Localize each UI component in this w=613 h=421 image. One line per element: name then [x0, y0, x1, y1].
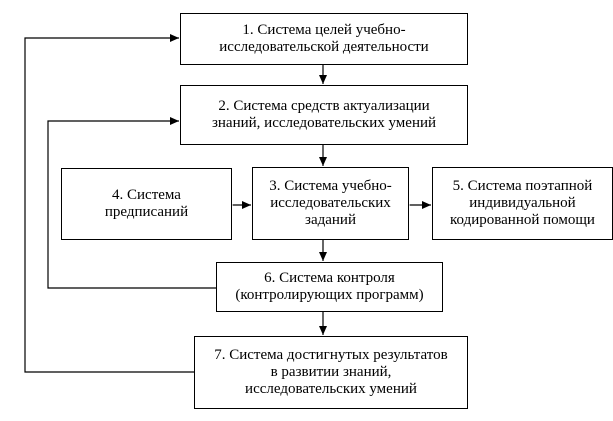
node-2-line-1: 2. Система средств актуализации: [218, 98, 430, 114]
node-2-line-2: знаний, исследовательских умений: [211, 115, 437, 131]
node-help-system: 5. Система поэтапной индивидуальной коди…: [432, 167, 613, 240]
node-5-line-1: 5. Система поэтапной: [452, 178, 593, 194]
node-prescriptions-system: 4. Система предписаний: [61, 168, 232, 240]
node-6-line-1: 6. Система контроля: [264, 270, 395, 286]
node-3-line-1: 3. Система учебно-: [269, 178, 392, 194]
node-1-line-1: 1. Система целей учебно-: [242, 22, 406, 38]
node-results-system: 7. Система достигнутых результатов в раз…: [194, 336, 468, 409]
node-7-line-1: 7. Система достигнутых результатов: [214, 347, 448, 363]
node-3-line-3: заданий: [305, 212, 356, 228]
node-7-line-2: в развитии знаний,: [270, 364, 392, 380]
node-goals-system: 1. Система целей учебно- исследовательск…: [180, 13, 468, 65]
node-control-system: 6. Система контроля (контролирующих прог…: [216, 262, 443, 312]
node-4-line-1: 4. Система: [112, 187, 181, 203]
node-6-line-2: (контролирующих программ): [235, 287, 424, 303]
node-actualization-system: 2. Система средств актуализации знаний, …: [180, 85, 468, 145]
node-5-line-3: кодированной помощи: [450, 212, 595, 228]
node-5-line-2: индивидуальной: [469, 195, 576, 211]
node-7-line-3: исследовательских умений: [245, 381, 417, 397]
node-1-line-2: исследовательской деятельности: [219, 39, 429, 55]
node-3-line-2: исследовательских: [270, 195, 391, 211]
node-tasks-system: 3. Система учебно- исследовательских зад…: [252, 167, 409, 240]
node-4-line-2: предписаний: [104, 204, 189, 220]
